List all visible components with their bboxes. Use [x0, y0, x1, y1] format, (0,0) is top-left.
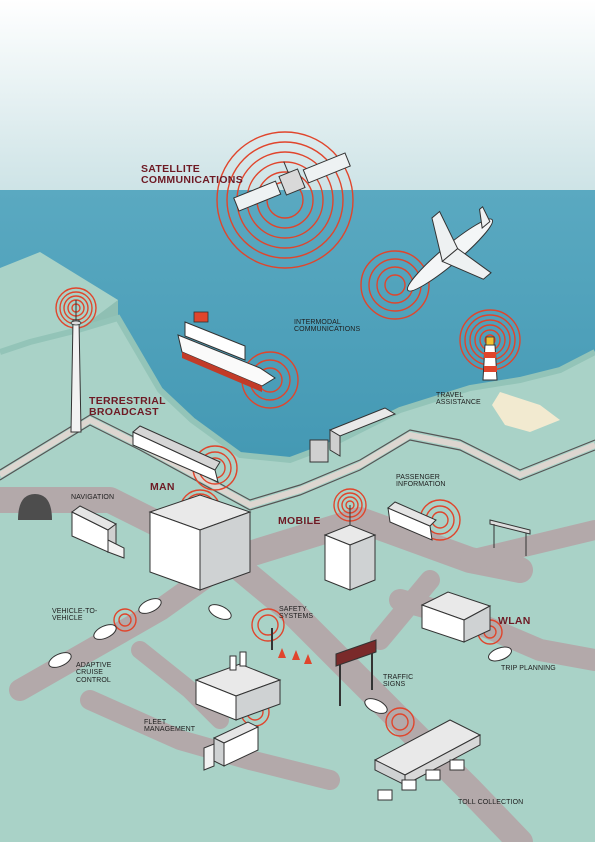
toll-collection-label: TOLL COLLECTION [458, 799, 523, 806]
traffic-signs-label: TRAFFIC SIGNS [383, 674, 413, 689]
travel-assistance-label: TRAVEL ASSISTANCE [436, 392, 481, 407]
vehicle-to-vehicle-label: VEHICLE-TO- VEHICLE [52, 608, 97, 623]
satellite-communications-label: SATELLITE COMMUNICATIONS [141, 164, 243, 186]
sky [0, 0, 595, 192]
mobile-label: MOBILE [278, 516, 321, 527]
safety-systems-label: SAFETY SYSTEMS [279, 606, 313, 621]
man-label: MAN [150, 482, 175, 493]
navigation-label: NAVIGATION [71, 494, 114, 501]
office-building-icon [150, 495, 250, 590]
trip-planning-label: TRIP PLANNING [501, 665, 556, 672]
fleet-management-label: FLEET MANAGEMENT [144, 719, 195, 734]
terrestrial-broadcast-label: TERRESTRIAL BROADCAST [89, 396, 166, 418]
wlan-label: WLAN [498, 616, 531, 627]
adaptive-cruise-control-label: ADAPTIVE CRUISE CONTROL [76, 662, 111, 684]
passenger-information-label: PASSENGER INFORMATION [396, 474, 446, 489]
intermodal-communications-label: INTERMODAL COMMUNICATIONS [294, 319, 360, 334]
